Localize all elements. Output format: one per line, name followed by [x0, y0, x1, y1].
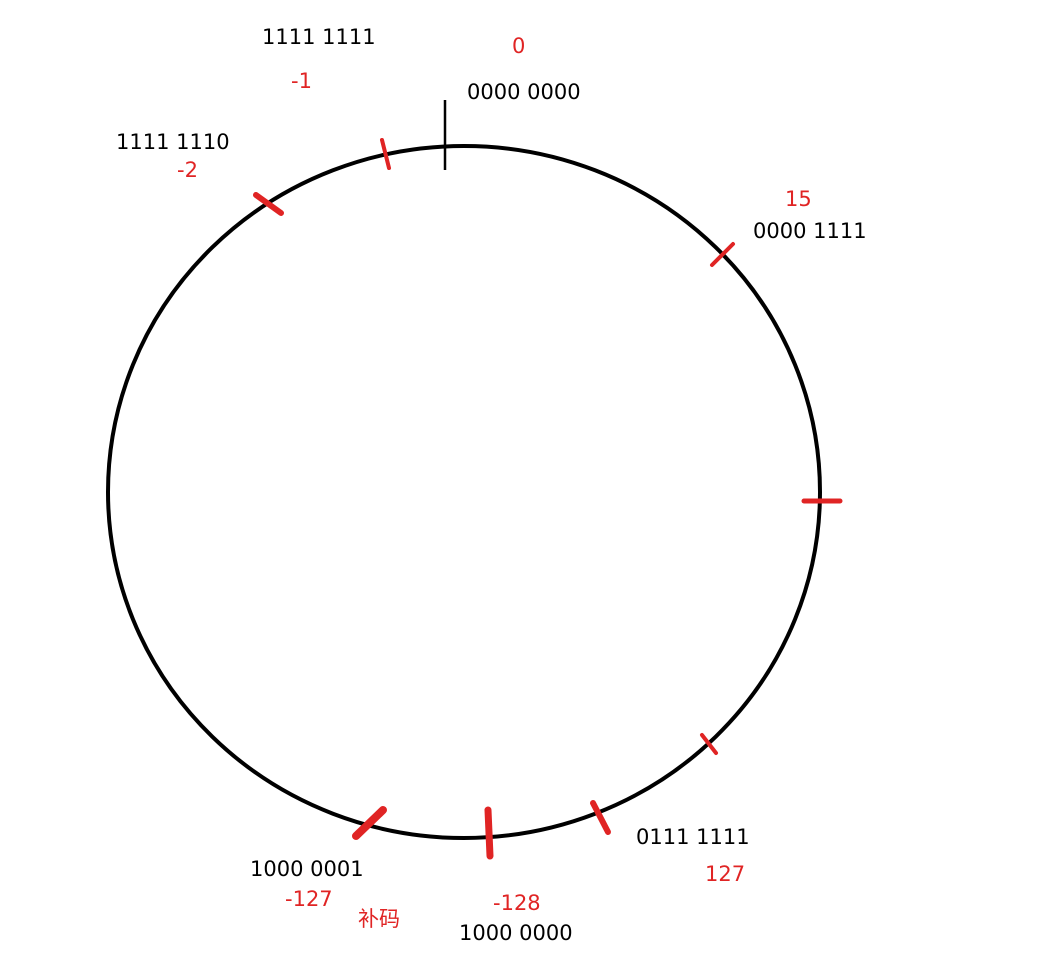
tick-minus128 — [484, 806, 494, 860]
tick-127 — [590, 800, 611, 835]
label-zero-decimal: 0 — [512, 34, 526, 58]
tick-lower-right — [700, 733, 718, 755]
label-minus2-binary: 1111 1110 — [116, 130, 230, 154]
label-minus128-binary: 1000 0000 — [459, 921, 573, 945]
tick-minus1 — [380, 138, 391, 170]
label-minus127-decimal: -127 — [285, 887, 333, 911]
label-127-decimal: 127 — [705, 862, 746, 886]
label-minus1-binary: 1111 1111 — [262, 25, 376, 49]
number-ring — [106, 144, 822, 840]
label-minus128-decimal: -128 — [493, 891, 541, 915]
label-zero-binary: 0000 0000 — [467, 80, 581, 104]
tick-15 — [710, 242, 735, 267]
label-127-binary: 0111 1111 — [636, 825, 750, 849]
label-minus2-decimal: -2 — [177, 158, 198, 182]
label-15-binary: 0000 1111 — [753, 219, 867, 243]
tick-minus2 — [253, 192, 284, 216]
tick-minus127 — [352, 806, 387, 840]
label-minus1-decimal: -1 — [291, 69, 312, 93]
label-15-decimal: 15 — [785, 187, 812, 211]
label-minus127-binary: 1000 0001 — [250, 857, 364, 881]
label-twos-complement-note: 补码 — [358, 907, 400, 931]
